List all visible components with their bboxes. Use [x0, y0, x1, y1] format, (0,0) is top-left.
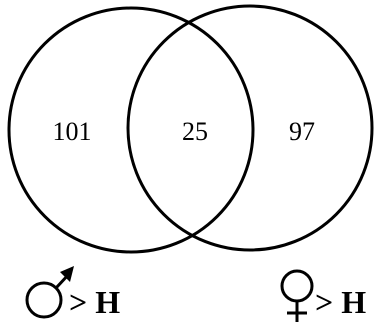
right-set-circle — [126, 4, 374, 252]
left-only-count: 101 — [53, 117, 92, 146]
left-set-label-text: > H — [69, 284, 120, 320]
male-symbol-icon — [25, 266, 74, 319]
right-only-count: 97 — [289, 117, 315, 146]
right-set-label: > H — [280, 269, 366, 322]
intersection-count: 25 — [182, 117, 208, 146]
left-set-circle — [7, 6, 255, 254]
right-set-label-text: > H — [315, 284, 366, 320]
left-set-label: > H — [25, 266, 120, 320]
female-symbol-icon — [280, 269, 314, 322]
